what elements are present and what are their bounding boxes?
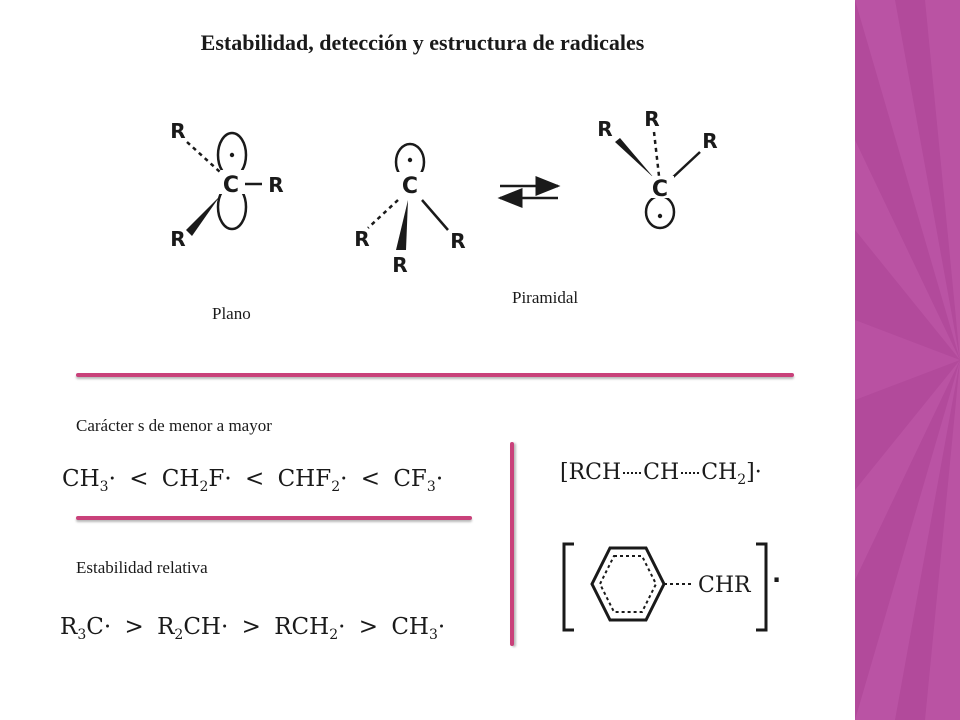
pyramidal-carbon: C xyxy=(402,174,418,199)
term-ch3-radical-2: CH3· xyxy=(391,614,446,643)
term-r2ch-radical: R2CH· xyxy=(157,614,229,643)
greater-than-1: > xyxy=(124,614,144,640)
radical-structures-diagram: C R R R C R R R R R xyxy=(170,107,718,277)
pyramidal-wedge-bond xyxy=(396,200,408,250)
term-r3c-radical: R3C· xyxy=(60,614,112,643)
inverted-carbon: C xyxy=(652,177,668,202)
series-estabilidad: R3C· > R2CH· > RCH2· > CH3· xyxy=(60,614,446,643)
equilibrium-arrows xyxy=(497,176,561,208)
term-rch2-radical: RCH2· xyxy=(274,614,346,643)
term-ch3-radical: CH3· xyxy=(62,466,116,495)
divider-bottom xyxy=(76,516,472,520)
series-caracter-s: CH3· < CH2F· < CHF2· < CF3· xyxy=(62,466,444,495)
pyramidal-radical-up: C R R R xyxy=(354,142,466,277)
pyramidal-radical-down: R R R C xyxy=(597,107,718,230)
pyramidal-r-bottom: R xyxy=(392,253,407,277)
label-plano: Plano xyxy=(212,304,251,323)
greater-than-3: > xyxy=(358,614,379,640)
benzene-ring xyxy=(590,546,666,622)
benzyl-radical-dot: · xyxy=(772,566,781,594)
planar-r-right: R xyxy=(268,173,283,197)
left-bracket xyxy=(562,542,574,632)
pyramidal-r-left: R xyxy=(354,227,369,251)
right-bracket xyxy=(756,542,768,632)
divider-top xyxy=(76,373,794,377)
label-estabilidad: Estabilidad relativa xyxy=(76,558,208,577)
label-piramidal: Piramidal xyxy=(512,288,579,307)
term-ch2f-radical: CH2F· xyxy=(161,466,232,495)
planar-wedge-bond xyxy=(186,196,220,236)
inverted-r-left: R xyxy=(597,117,612,141)
sidebar-rays-pattern xyxy=(855,0,960,720)
planar-r-bottom: R xyxy=(170,227,185,251)
planar-radical: C R R R xyxy=(170,119,283,251)
benzyl-radical: CHR · xyxy=(562,542,781,632)
inverted-r-right: R xyxy=(702,129,717,153)
benzyl-group-label: CHR xyxy=(698,573,752,598)
greater-than-2: > xyxy=(241,614,261,640)
slide-title: Estabilidad, detección y estructura de r… xyxy=(200,30,645,55)
inverted-wedge-bond xyxy=(615,138,654,178)
slide: Estabilidad, detección y estructura de r… xyxy=(60,30,794,646)
planar-carbon: C xyxy=(223,173,239,198)
decorative-sidebar xyxy=(855,0,960,720)
inverted-r-top: R xyxy=(644,107,659,131)
less-than-3: < xyxy=(360,466,381,492)
less-than-1: < xyxy=(129,466,149,492)
term-cf3-radical: CF3· xyxy=(393,466,444,495)
planar-r-top: R xyxy=(170,119,185,143)
less-than-2: < xyxy=(244,466,265,492)
term-chf2-radical: CHF2· xyxy=(277,466,348,495)
pyramidal-r-right: R xyxy=(450,229,465,253)
label-caracter-s: Carácter s de menor a mayor xyxy=(76,416,272,435)
benzene-delocalization xyxy=(598,555,658,613)
vertical-divider xyxy=(510,442,514,646)
